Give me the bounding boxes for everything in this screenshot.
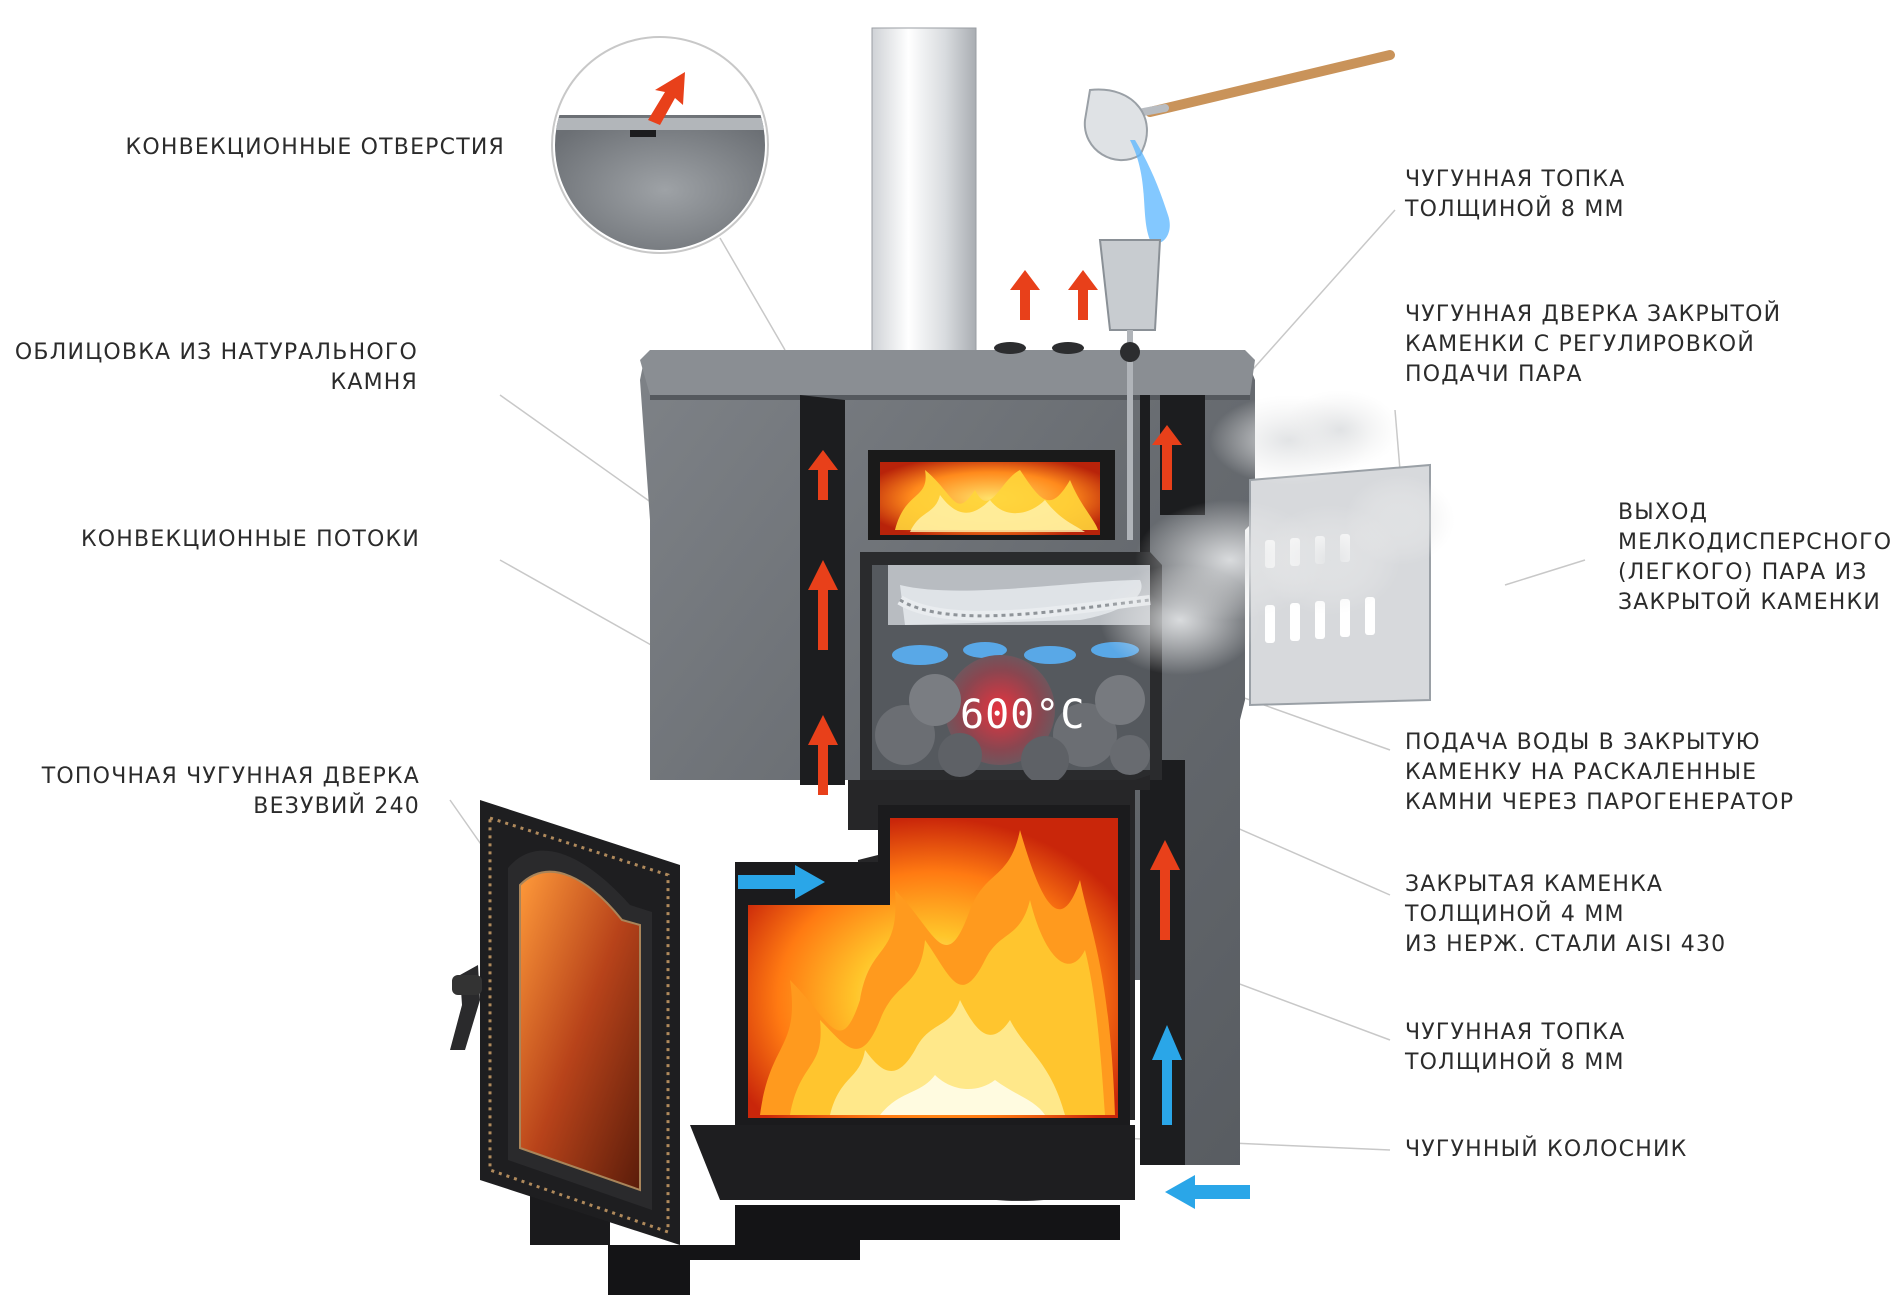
firebox-door [450, 800, 680, 1245]
temperature-label: 600°C [960, 692, 1085, 738]
label-heater-door: ЧУГУННАЯ ДВЕРКА ЗАКРЫТОЙ КАМЕНКИ С РЕГУЛ… [1405, 302, 1782, 387]
water-ladle [1083, 50, 1395, 540]
hot-stones [875, 655, 1150, 784]
label-cast-iron-firebox-bottom: ЧУГУННАЯ ТОПКА ТОЛЩИНОЙ 8 ММ [1405, 1020, 1626, 1075]
label-steam-outlet: ВЫХОД МЕЛКОДИСПЕРСНОГО (ЛЕГКОГО) ПАРА ИЗ… [1618, 500, 1893, 615]
label-cast-iron-firebox-top: ЧУГУННАЯ ТОПКА ТОЛЩИНОЙ 8 ММ [1405, 167, 1626, 222]
label-firebox-door: ТОПОЧНАЯ ЧУГУННАЯ ДВЕРКА ВЕЗУВИЙ 240 [41, 764, 420, 819]
convection-holes [994, 342, 1084, 354]
flames [760, 830, 1115, 1115]
label-water-supply: ПОДАЧА ВОДЫ В ЗАКРЫТУЮ КАМЕНКУ НА РАСКАЛ… [1405, 730, 1795, 815]
label-stone-cladding: ОБЛИЦОВКА ИЗ НАТУРАЛЬНОГО КАМНЯ [14, 340, 418, 395]
convection-holes-inset [551, 36, 769, 254]
label-convection-holes: КОНВЕКЦИОННЫЕ ОТВЕРСТИЯ [125, 135, 505, 160]
label-closed-heater: ЗАКРЫТАЯ КАМЕНКА ТОЛЩИНОЙ 4 ММ ИЗ НЕРЖ. … [1405, 872, 1727, 957]
hot-air-arrows [808, 270, 1182, 940]
cold-air-arrows [738, 865, 1250, 1209]
label-grate: ЧУГУННЫЙ КОЛОСНИК [1405, 1137, 1688, 1162]
steam-cloud [1100, 390, 1455, 675]
label-convection-flows: КОНВЕКЦИОННЫЕ ПОТОКИ [80, 527, 420, 552]
